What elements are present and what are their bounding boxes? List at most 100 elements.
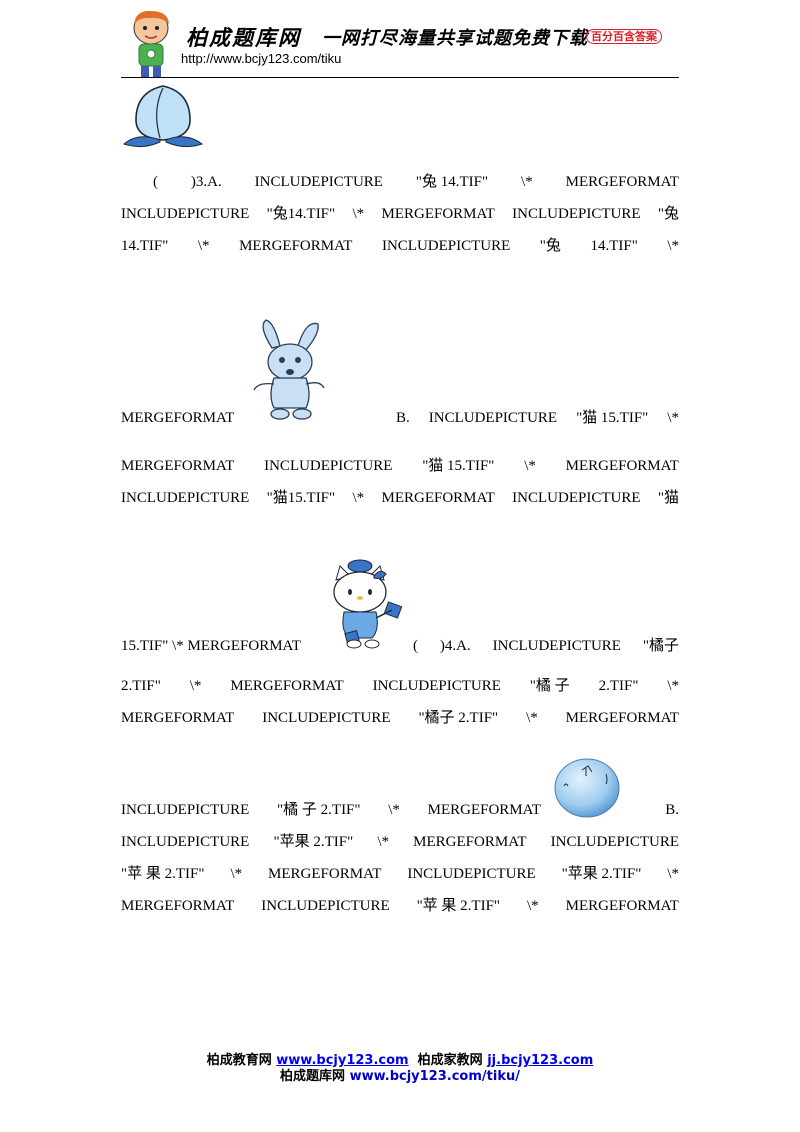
text-fragment: INCLUDEPICTURE	[121, 802, 250, 818]
text-fragment: INCLUDEPICTURE	[372, 678, 501, 694]
site-slogan: 一网打尽海量共享试题免费下载	[322, 28, 588, 49]
text-line: INCLUDEPICTURE "兔14.TIF" \* MERGEFORMAT …	[121, 204, 679, 224]
text-fragment: "橘 子 2.TIF"	[277, 802, 361, 818]
text-fragment: INCLUDEPICTURE	[121, 834, 250, 850]
text-line: MERGEFORMAT INCLUDEPICTURE "猫 15.TIF" \*…	[121, 456, 679, 476]
option-label: B.	[665, 802, 679, 818]
text-fragment: MERGEFORMAT	[413, 834, 527, 850]
footer-site-name: 柏成家教网	[417, 1053, 483, 1068]
text-fragment: \*	[521, 174, 533, 190]
footer-site-name: 柏成题库网	[280, 1069, 346, 1084]
text-fragment: 14.TIF"	[590, 238, 638, 254]
text-fragment: MERGEFORMAT	[381, 490, 495, 506]
text-fragment: INCLUDEPICTURE	[262, 710, 391, 726]
text-fragment: \*	[377, 834, 390, 850]
footer-line-1: 柏成教育网 www.bcjy123.com 柏成家教网 jj.bcjy123.c…	[0, 1053, 800, 1069]
text-fragment: MERGEFORMAT	[565, 174, 679, 190]
text-fragment: INCLUDEPICTURE	[550, 834, 679, 850]
text-fragment: "猫15.TIF"	[266, 490, 336, 506]
option-a-end: INCLUDEPICTURE "橘 子 2.TIF" \* MERGEFORMA…	[121, 800, 541, 820]
option-b-start: B. INCLUDEPICTURE "猫 15.TIF" \*	[396, 408, 679, 428]
text-fragment: \*	[388, 802, 400, 818]
text-fragment: (	[413, 638, 418, 654]
text-fragment: \*	[667, 410, 679, 426]
text-fragment: \*	[667, 866, 679, 882]
footer-link-tiku[interactable]: www.bcjy123.com/tiku/	[349, 1069, 520, 1084]
text-fragment: "兔	[539, 238, 561, 254]
text-fragment: 2.TIF"	[121, 678, 161, 694]
footer-site-name: 柏成教育网	[206, 1053, 272, 1068]
text-line: MERGEFORMAT B. INCLUDEPICTURE "猫 15.TIF"…	[121, 408, 679, 428]
text-fragment: INCLUDEPICTURE	[407, 866, 536, 882]
question-4-start: ( )4.A. INCLUDEPICTURE "橘子	[413, 636, 679, 656]
text-line: INCLUDEPICTURE "苹果 2.TIF" \* MERGEFORMAT…	[121, 832, 679, 852]
text-fragment: 2.TIF"	[598, 678, 639, 694]
text-fragment: "猫	[657, 490, 679, 506]
text-fragment: INCLUDEPICTURE	[121, 490, 250, 506]
site-url[interactable]: http://www.bcjy123.com/tiku	[181, 51, 342, 66]
text-fragment: "猫 15.TIF"	[576, 410, 649, 426]
text-fragment: INCLUDEPICTURE	[512, 206, 641, 222]
text-fragment: \*	[524, 458, 536, 474]
text-fragment: MERGEFORMAT	[121, 710, 235, 726]
text-fragment: MERGEFORMAT	[427, 802, 541, 818]
text-line: MERGEFORMAT INCLUDEPICTURE "橘子 2.TIF" \*…	[121, 708, 679, 728]
footer-link-education[interactable]: www.bcjy123.com	[276, 1053, 409, 1068]
text-fragment: INCLUDEPICTURE	[381, 238, 511, 254]
text-fragment: \*	[667, 238, 679, 254]
text-line: 15.TIF" \* MERGEFORMAT ( )4.A. INCLUDEPI…	[121, 636, 679, 656]
cat-icon	[333, 559, 403, 649]
text-fragment: INCLUDEPICTURE	[121, 206, 250, 222]
text-fragment: INCLUDEPICTURE	[512, 490, 641, 506]
text-fragment: INCLUDEPICTURE	[492, 638, 621, 654]
header-divider	[121, 77, 679, 78]
footer-line-2: 柏成题库网 www.bcjy123.com/tiku/	[0, 1069, 800, 1085]
text-fragment: "兔 14.TIF"	[415, 174, 489, 190]
text-fragment: \*	[352, 490, 365, 506]
text-fragment: MERGEFORMAT	[121, 898, 235, 914]
text-fragment: 14.TIF"	[121, 238, 169, 254]
option-label: B.	[396, 410, 410, 426]
text-line: INCLUDEPICTURE "猫15.TIF" \* MERGEFORMAT …	[121, 488, 679, 508]
text-fragment: MERGEFORMAT	[565, 458, 679, 474]
text-fragment: MERGEFORMAT	[565, 898, 679, 914]
text-fragment: INCLUDEPICTURE	[264, 458, 393, 474]
text-fragment: 15.TIF" \* MERGEFORMAT	[121, 638, 301, 654]
text-fragment: INCLUDEPICTURE	[254, 174, 383, 190]
question-number: )3.A.	[190, 174, 222, 190]
text-fragment: INCLUDEPICTURE	[261, 898, 390, 914]
text-line: 2.TIF" \* MERGEFORMAT INCLUDEPICTURE "橘 …	[121, 676, 679, 696]
text-fragment: "苹 果 2.TIF"	[416, 898, 501, 914]
footer-link-tutor[interactable]: jj.bcjy123.com	[487, 1053, 594, 1068]
text-fragment: MERGEFORMAT	[121, 410, 235, 426]
text-fragment: INCLUDEPICTURE	[428, 410, 558, 426]
question-3-line: ( )3.A. INCLUDEPICTURE "兔 14.TIF" \* MER…	[121, 172, 679, 192]
text-fragment: "苹果 2.TIF"	[273, 834, 354, 850]
text-fragment: MERGEFORMAT	[230, 678, 344, 694]
text-fragment: \*	[667, 678, 679, 694]
text-line: 14.TIF" \* MERGEFORMAT INCLUDEPICTURE "兔…	[121, 236, 679, 256]
text-fragment: MERGEFORMAT	[381, 206, 495, 222]
text-fragment: "橘 子	[529, 678, 570, 694]
text-line: MERGEFORMAT INCLUDEPICTURE "苹 果 2.TIF" \…	[121, 896, 679, 916]
text-fragment: \*	[189, 678, 202, 694]
rabbit-icon	[253, 319, 325, 420]
peach-icon	[123, 85, 204, 148]
text-fragment: MERGEFORMAT	[565, 710, 679, 726]
question-number: )4.A.	[439, 638, 471, 654]
mascot-icon	[133, 10, 169, 77]
text-fragment: "猫 15.TIF"	[422, 458, 495, 474]
text-fragment: "苹果 2.TIF"	[561, 866, 642, 882]
text-fragment: \*	[230, 866, 243, 882]
text-fragment: "兔14.TIF"	[266, 206, 336, 222]
text-fragment: \*	[197, 238, 210, 254]
text-fragment: \*	[527, 898, 539, 914]
text-fragment: MERGEFORMAT	[268, 866, 382, 882]
orange-icon	[554, 758, 620, 818]
text-fragment: MERGEFORMAT	[239, 238, 353, 254]
text-fragment: \*	[352, 206, 365, 222]
text-fragment: "苹 果 2.TIF"	[121, 866, 205, 882]
text-fragment: "橘子 2.TIF"	[418, 710, 499, 726]
text-fragment: "橘子	[642, 638, 679, 654]
text-line: "苹 果 2.TIF" \* MERGEFORMAT INCLUDEPICTUR…	[121, 864, 679, 884]
